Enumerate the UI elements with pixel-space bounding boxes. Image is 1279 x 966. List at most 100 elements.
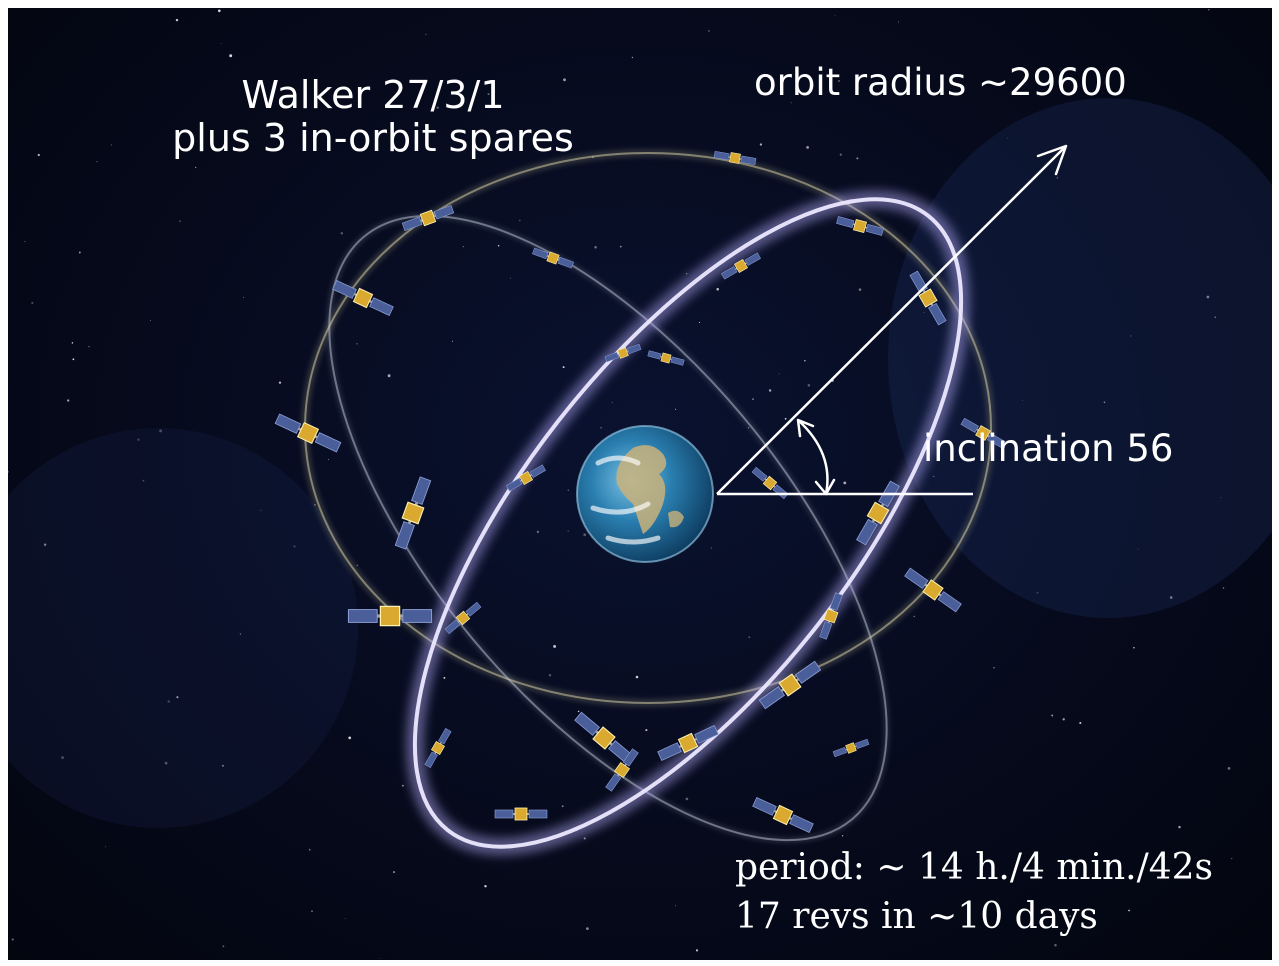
star	[1137, 548, 1139, 550]
star	[229, 54, 233, 58]
star	[645, 729, 648, 732]
star	[1227, 766, 1231, 770]
star	[71, 342, 74, 344]
star	[159, 429, 163, 433]
star	[340, 232, 344, 235]
star	[1222, 587, 1225, 589]
star	[759, 143, 763, 146]
star	[149, 319, 151, 321]
star	[838, 79, 840, 82]
star	[710, 547, 712, 549]
star	[834, 14, 836, 16]
star	[583, 533, 587, 537]
satellite-icon	[758, 660, 822, 710]
star	[1069, 915, 1072, 917]
star	[67, 399, 70, 402]
star	[577, 710, 580, 713]
star	[443, 676, 446, 679]
satellite-icon	[832, 738, 870, 758]
star	[1133, 646, 1135, 649]
star	[611, 402, 613, 404]
star	[328, 458, 329, 460]
star	[137, 438, 140, 441]
star	[839, 153, 842, 156]
star	[72, 358, 75, 361]
star	[96, 161, 98, 163]
star	[1103, 401, 1106, 404]
star	[1130, 335, 1132, 337]
star	[858, 288, 862, 291]
star	[567, 489, 569, 491]
star	[993, 667, 995, 669]
star	[195, 166, 197, 169]
star	[308, 848, 311, 851]
star	[1036, 591, 1039, 594]
star	[462, 245, 465, 248]
star	[24, 241, 26, 243]
star	[484, 884, 487, 888]
star	[675, 408, 677, 410]
earth-globe-icon	[576, 425, 714, 563]
star	[1054, 943, 1057, 947]
star	[856, 157, 859, 160]
star	[897, 21, 900, 23]
star	[548, 673, 552, 677]
star	[164, 761, 168, 765]
inclination-label: inclination 56	[923, 427, 1174, 470]
star	[594, 246, 597, 249]
star	[518, 219, 521, 222]
star	[31, 301, 34, 304]
star	[344, 918, 346, 919]
star	[1062, 718, 1065, 721]
star	[379, 958, 381, 960]
star	[1051, 714, 1054, 717]
star	[356, 564, 358, 566]
satellite-icon	[752, 796, 814, 834]
star	[562, 366, 565, 369]
orbit-radius-label: orbit radius ~29600	[754, 61, 1127, 104]
satellite-icon	[647, 350, 685, 366]
star	[392, 871, 396, 874]
satellite-icon	[574, 711, 634, 765]
period-line: period: ~ 14 h./4 min./42s	[735, 847, 1214, 888]
inclination-arc	[796, 418, 836, 496]
star	[536, 530, 540, 534]
star	[567, 530, 569, 532]
star	[401, 784, 404, 787]
satellite-icon	[401, 204, 455, 232]
satellite-icon	[713, 150, 757, 166]
satellite-icon	[494, 807, 548, 821]
satellite-icon	[721, 252, 761, 280]
satellite-icon	[394, 476, 432, 550]
star	[748, 636, 751, 639]
satellite-icon	[960, 417, 1006, 449]
star	[685, 797, 689, 801]
star	[37, 153, 40, 157]
star	[348, 736, 352, 740]
orbit-plane-b	[326, 212, 890, 844]
star	[843, 481, 847, 485]
satellite-icon	[836, 216, 884, 236]
star	[685, 272, 688, 275]
star	[804, 360, 806, 362]
star	[923, 312, 925, 314]
star	[452, 340, 453, 342]
constellation-illustration	[8, 9, 1272, 960]
satellite-icon	[657, 724, 719, 762]
star	[1214, 316, 1217, 319]
star	[778, 373, 780, 375]
star	[561, 805, 564, 808]
star-field	[8, 9, 1233, 960]
star	[43, 543, 47, 546]
star	[220, 43, 222, 45]
star	[1079, 721, 1082, 725]
satellite-icon	[604, 343, 642, 363]
star	[278, 381, 282, 384]
period-info: period: ~ 14 h./4 min./42s 17 revs in ~1…	[735, 844, 1213, 942]
star	[635, 675, 639, 679]
star	[436, 106, 439, 109]
star	[1231, 857, 1233, 860]
satellite-icon	[605, 748, 639, 792]
star	[239, 633, 242, 635]
constellation-title-line2: plus 3 in-orbit spares	[172, 115, 574, 160]
